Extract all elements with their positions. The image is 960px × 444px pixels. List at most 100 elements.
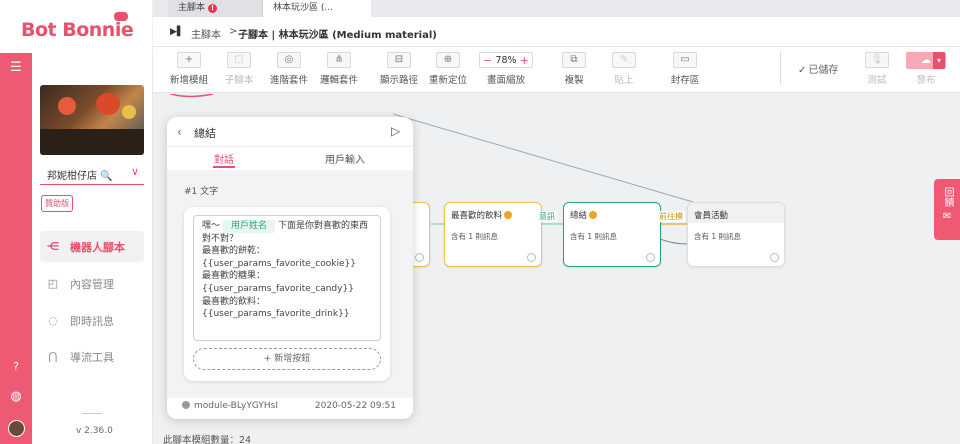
message-line: {{user_params_favorite_cookie}} [202,258,356,269]
button-label: 顯示路徑 [379,75,418,86]
flow-node-favorite-drink[interactable]: 最喜歡的飲料 含有 1 則訊息 [444,202,542,267]
add-module-button[interactable]: + 新增模組 [165,52,213,86]
divider [82,413,102,414]
feedback-label: 回饋 [942,187,953,207]
copy-button[interactable]: ⧉ 複製 [550,52,598,86]
button-label: 進階套件 [269,75,308,86]
show-path-button[interactable]: ⊟ 顯示路徑 [375,52,423,86]
tab-conversation[interactable]: 對話 [214,155,234,166]
connector-label: 意訊 [537,211,557,222]
expand-icon[interactable]: ▶▌ [170,27,184,37]
sidebar-item-live-chat[interactable]: ◌ 即時訊息 [40,305,144,336]
module-editor-panel: ‹ 總結 ▷ 對話 用戶輸入 #1 文字 嘿～用戶姓名下面是你對喜歡的東西對不對… [167,117,413,419]
flow-node-member-event[interactable]: 會員活動 含有 1 則訊息 [687,202,785,267]
panel-header: ‹ 總結 ▷ [167,117,413,147]
advanced-kit-button[interactable]: ◎進階套件 [265,52,313,86]
button-label: 複製 [564,75,584,86]
add-button-button[interactable]: + 新增按鈕 [193,348,381,370]
zoom-label: 畫面縮放 [486,75,525,86]
button-label: 封存區 [670,75,700,86]
play-icon[interactable]: ▷ [391,124,401,138]
panel-body: #1 文字 嘿～用戶姓名下面是你對喜歡的東西對不對？ 最喜歡的餅乾： {{use… [167,170,413,398]
text-after-chip: 下面是你對喜歡的東西對不對？ [202,221,369,244]
target-icon: ⊕ [436,52,460,68]
connector-label: 前往模 [657,211,685,222]
feedback-button[interactable]: 回饋✉ [934,179,960,240]
zoom-out-button[interactable]: − [483,53,493,67]
tab-label: 主腳本 [178,3,206,13]
button-label: 貼上 [614,75,634,86]
zoom-value: 78% [495,54,517,66]
test-button[interactable]: 🎙測試 [853,52,901,86]
node-message-count: 含有 1 則訊息 [570,232,618,241]
help-icon[interactable]: ? [13,360,19,373]
message-textarea[interactable]: 嘿～用戶姓名下面是你對喜歡的東西對不對？ 最喜歡的餅乾： {{user_para… [193,215,381,341]
sidebar-item-bot-script[interactable]: ⋲ 機器人腳本 [40,231,144,262]
back-icon[interactable]: ‹ [177,125,182,139]
warning-badge: ! [208,4,218,13]
sub-script-button[interactable]: ▢子腳本 [215,52,263,86]
breadcrumb-separator: > [229,26,238,37]
shop-name: 邦妮柑仔店 [47,171,97,182]
reposition-button[interactable]: ⊕重新定位 [424,52,472,86]
node-title: 最喜歡的飲料 [451,209,513,221]
tab-main-script[interactable]: 主腳本! [168,0,263,17]
node-dot-icon [504,211,513,219]
message-line: 最喜歡的糖果： [202,271,266,282]
subscript-icon: ▢ [227,52,251,68]
avatar[interactable] [8,420,25,437]
logic-kit-button[interactable]: ⋔邏輯套件 [315,52,363,86]
flow-node-summary[interactable]: 總結 含有 1 則訊息 [563,202,661,267]
button-label: 邏輯套件 [319,75,358,86]
sidebar-item-content[interactable]: ◰ 內容管理 [40,268,144,299]
chevron-down-icon[interactable]: ∨ [131,165,140,178]
sidebar-item-label: 即時訊息 [70,314,114,328]
shop-image [40,85,144,155]
node-title: 會員活動 [694,211,729,221]
zoom-control[interactable]: − 78% + [479,52,533,68]
user-name-variable-chip[interactable]: 用戶姓名 [223,220,276,233]
panel-footer: module-BLyYGYHsI 2020-05-22 09:51 [167,398,413,419]
button-label: 新增模組 [169,75,208,86]
plus-icon: + [177,52,201,68]
divider [40,184,144,185]
module-date: 2020-05-22 09:51 [314,401,396,411]
shop-selector[interactable]: 邦妮柑仔店🔍 [47,167,112,182]
button-label: 測試 [867,75,887,86]
archive-button[interactable]: ▭封存區 [661,52,709,86]
search-icon[interactable]: 🔍 [100,171,113,182]
magnet-icon: ⋂ [48,349,58,363]
node-status-icon [646,253,655,262]
breadcrumb-current: 子腳本 | 林本玩沙區 (Medium material) [238,30,437,41]
breadcrumb-root[interactable]: 主腳本 [191,30,221,41]
node-status-icon [527,253,536,262]
toolbar: + 新增模組 ▢子腳本 ◎進階套件 ⋔邏輯套件 ⊟ 顯示路徑 ⊕重新定位 − 78%… [153,47,960,93]
check-icon: ✓ [798,65,807,76]
flow-icon: ⋲ [46,239,60,253]
zoom-in-button[interactable]: + [519,53,529,67]
paste-button[interactable]: ✎貼上 [600,52,648,86]
tab-user-input[interactable]: 用戶輸入 [325,155,365,166]
version-label: v 2.36.0 [76,426,113,436]
module-count: 此腳本模組數量：24 [163,435,252,444]
tab-sub-script[interactable]: 林本玩沙區 (... [263,0,371,17]
brand-logo[interactable]: Bot Bonnie [21,19,134,41]
connection-lines [168,94,694,245]
menu-icon[interactable]: ☰ [10,60,22,75]
publish-dropdown[interactable]: ▾ [933,52,945,69]
message-line: {{user_params_favorite_drink}} [202,309,350,320]
panel-title: 總結 [194,127,216,140]
tab-label: 林本玩沙區 (... [273,3,333,13]
breadcrumb: ▶▌ 主腳本 > 子腳本 | 林本玩沙區 (Medium material) [153,17,960,47]
copy-icon: ⧉ [562,52,586,68]
text-prefix: 嘿～ [202,221,221,231]
sidebar-item-label: 導流工具 [70,350,114,364]
node-message-count: 含有 1 則訊息 [451,232,499,241]
path-icon: ⊟ [387,52,411,68]
globe-icon[interactable]: ◍ [10,389,22,404]
sidebar-item-growth-tools[interactable]: ⋂ 導流工具 [40,341,144,372]
node-status-icon [415,253,424,262]
message-line: 最喜歡的飲料： [202,296,266,307]
text-message-card: 嘿～用戶姓名下面是你對喜歡的東西對不對？ 最喜歡的餅乾： {{user_para… [184,207,390,381]
cloud-upload-icon: ☁ [921,55,931,66]
